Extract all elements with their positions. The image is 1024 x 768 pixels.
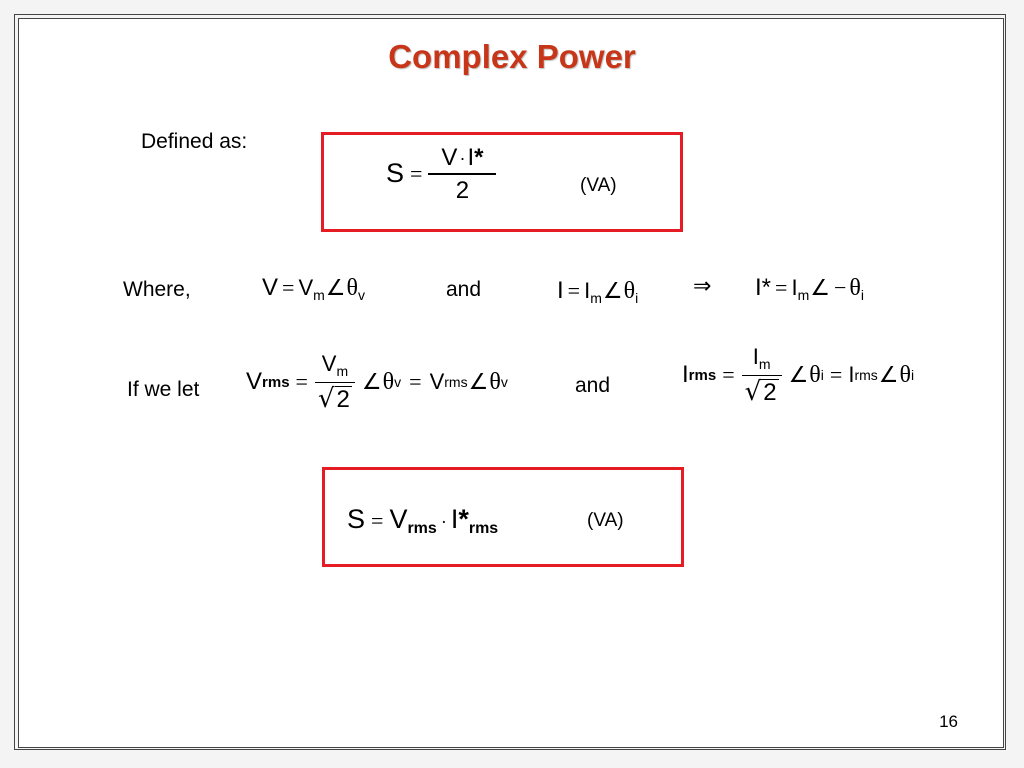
eq2-i-sub: rms <box>468 520 499 537</box>
sqrt-icon: √ <box>744 377 762 408</box>
v-mag: V <box>298 275 314 300</box>
vrms-theta: θ <box>382 368 395 395</box>
eq1-unit: (VA) <box>580 175 617 196</box>
irms-sqrt-arg: 2 <box>761 379 779 407</box>
vrms-lhs-sub: rms <box>262 373 290 391</box>
irms-num-sub: m <box>758 356 771 372</box>
implies-icon: ⇒ <box>693 274 712 299</box>
angle-icon: ∠ <box>602 279 623 304</box>
eq1-dot: · <box>459 149 466 169</box>
v-mag-sub: m <box>313 287 325 303</box>
definition-equation: S = V·I* 2 <box>386 144 497 204</box>
irms-theta: θ <box>809 361 821 388</box>
istar-theta-sub: i <box>860 287 865 303</box>
istar-lhs: I* <box>755 274 772 301</box>
vrms-rhs-theta: θ <box>489 368 501 395</box>
vrms-rhs: V <box>429 369 445 395</box>
i-theta: θ <box>623 278 636 304</box>
irms-fraction: Im √2 <box>741 345 783 405</box>
vrms-rhs-theta-sub: v <box>500 374 508 391</box>
eq2-i: I <box>450 504 459 534</box>
if-we-let-label: If we let <box>127 378 200 401</box>
irms-rhs: I <box>848 362 855 388</box>
vrms-sqrt-arg: 2 <box>334 386 352 414</box>
rms-power-equation: S=Vrms·I*rms <box>347 504 499 537</box>
vrms-num: V <box>321 351 337 376</box>
eq2-star: * <box>458 504 469 534</box>
vrms-lhs: V <box>246 368 263 396</box>
irms-lhs-sub: rms <box>688 366 717 384</box>
sqrt-icon: √ <box>317 384 335 415</box>
istar-theta: θ <box>849 275 861 301</box>
definition-equation-box: S = V·I* 2 (VA) <box>321 132 683 232</box>
irms-lhs: I <box>682 361 689 389</box>
eq1-star: * <box>474 144 484 171</box>
irms-num: I <box>752 344 759 369</box>
eq2-unit: (VA) <box>587 510 624 531</box>
eq2-dot: · <box>440 512 447 532</box>
current-phasor-equation: I=Im∠θi <box>557 277 639 306</box>
eq1-den: 2 <box>455 176 470 204</box>
and-label-2: and <box>575 374 611 397</box>
eq1-equals: = <box>410 160 423 186</box>
irms-theta-sub: i <box>820 367 824 384</box>
voltage-phasor-equation: V=Vm∠θv <box>262 274 366 303</box>
eq1-fraction: V·I* 2 <box>428 144 497 204</box>
v-lhs: V <box>262 274 279 301</box>
eq1-num-i: I <box>467 144 475 171</box>
vrms-rhs-sub: rms <box>444 374 468 391</box>
angle-icon: ∠ <box>468 369 489 395</box>
angle-icon: ∠ <box>325 276 346 301</box>
i-mag: I <box>584 278 591 303</box>
irms-rhs-theta-sub: i <box>911 367 915 384</box>
v-theta: θ <box>346 275 359 301</box>
irms-rhs-theta: θ <box>899 361 912 388</box>
irms-rhs-sub: rms <box>854 367 878 384</box>
eq1-num-v: V <box>441 144 458 171</box>
vrms-fraction: Vm √2 <box>314 352 356 412</box>
v-theta-sub: v <box>358 287 366 303</box>
vrms-theta-sub: v <box>394 374 402 391</box>
i-theta-sub: i <box>635 290 639 306</box>
angle-icon: ∠ <box>878 362 899 388</box>
slide-outer-border <box>14 14 1006 750</box>
rms-power-equation-box: S=Vrms·I*rms (VA) <box>322 467 684 567</box>
page-number: 16 <box>939 712 958 731</box>
angle-icon: ∠ <box>810 276 830 301</box>
eq1-lhs: S <box>386 158 405 189</box>
i-lhs: I <box>557 277 564 304</box>
defined-as-label: Defined as: <box>141 130 248 153</box>
istar-mag: I <box>791 275 798 300</box>
eq2-v: V <box>389 504 408 534</box>
conjugate-current-equation: I*=Im∠−θi <box>755 274 865 303</box>
istar-mag-sub: m <box>797 287 810 303</box>
angle-icon: ∠ <box>361 369 382 395</box>
eq2-lhs: S <box>347 504 366 534</box>
eq2-v-sub: rms <box>407 520 437 537</box>
istar-neg: − <box>833 275 847 300</box>
angle-icon: ∠ <box>788 362 809 388</box>
vrms-num-sub: m <box>336 363 349 379</box>
where-label: Where, <box>123 278 191 301</box>
slide-title: Complex Power <box>388 38 636 75</box>
and-label-1: and <box>446 278 482 301</box>
i-mag-sub: m <box>590 290 602 306</box>
